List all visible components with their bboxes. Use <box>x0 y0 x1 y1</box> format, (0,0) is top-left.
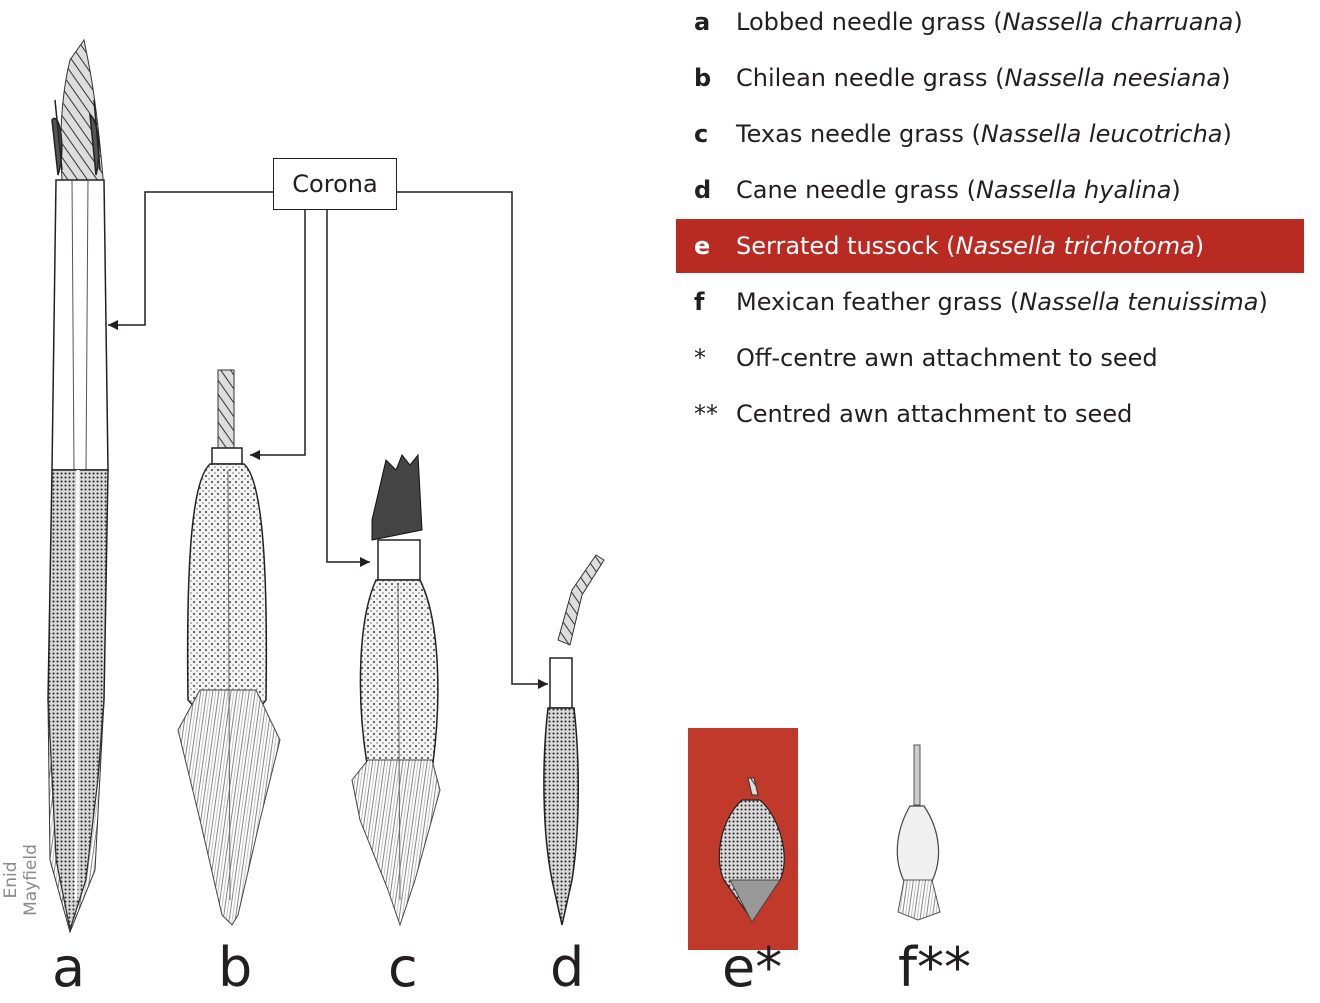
seed-b-illustration <box>178 370 280 925</box>
legend-key: a <box>676 8 736 36</box>
label-f: f** <box>898 938 971 998</box>
label-b: b <box>218 938 252 998</box>
legend-common: Serrated tussock <box>736 232 938 260</box>
note-symbol: * <box>676 344 736 372</box>
seed-d-illustration <box>544 555 604 925</box>
corona-label: Corona <box>292 170 377 198</box>
label-a: a <box>52 938 85 998</box>
seed-a-illustration <box>48 40 108 932</box>
legend-common: Chilean needle grass <box>736 64 987 92</box>
legend-key: f <box>676 288 736 316</box>
note-symbol: ** <box>676 400 736 428</box>
label-d: d <box>550 938 584 998</box>
legend-species: Nassella tenuissima <box>1019 288 1258 316</box>
legend-item-f: f Mexican feather grass (Nassella tenuis… <box>676 275 1304 329</box>
seed-c-illustration <box>352 455 440 925</box>
legend-species: Nassella trichotoma <box>955 232 1194 260</box>
illustrator-credit: Enid Mayfield <box>1 825 41 935</box>
connector-a <box>108 192 273 325</box>
legend-common: Mexican feather grass <box>736 288 1002 316</box>
label-e: e* <box>722 938 782 998</box>
legend-item-b: b Chilean needle grass (Nassella neesian… <box>676 51 1304 105</box>
legend-common: Texas needle grass <box>736 120 964 148</box>
note-centred: ** Centred awn attachment to seed <box>676 387 1304 441</box>
connector-c <box>327 210 370 562</box>
legend-key: e <box>676 232 736 260</box>
legend-item-d: d Cane needle grass (Nassella hyalina) <box>676 163 1304 217</box>
legend-species: Nassella charruana <box>1003 8 1234 36</box>
legend-item-c: c Texas needle grass (Nassella leucotric… <box>676 107 1304 161</box>
legend-species: Nassella neesiana <box>1004 64 1221 92</box>
legend-key: b <box>676 64 736 92</box>
note-off-centre: * Off-centre awn attachment to seed <box>676 331 1304 385</box>
legend-item-e-highlighted: e Serrated tussock (Nassella trichotoma) <box>676 219 1304 273</box>
legend-key: d <box>676 176 736 204</box>
label-c: c <box>388 938 418 998</box>
legend-common: Cane needle grass <box>736 176 959 204</box>
legend-item-a: a Lobbed needle grass (Nassella charruan… <box>676 0 1304 49</box>
corona-label-box: Corona <box>273 158 397 210</box>
note-text: Off-centre awn attachment to seed <box>736 344 1158 372</box>
legend-common: Lobbed needle grass <box>736 8 986 36</box>
legend-species: Nassella hyalina <box>976 176 1171 204</box>
note-text: Centred awn attachment to seed <box>736 400 1132 428</box>
legend-species: Nassella leucotricha <box>981 120 1223 148</box>
connector-b <box>250 210 305 455</box>
corona-connectors <box>108 192 548 689</box>
legend-key: c <box>676 120 736 148</box>
seed-f-illustration <box>897 745 940 920</box>
